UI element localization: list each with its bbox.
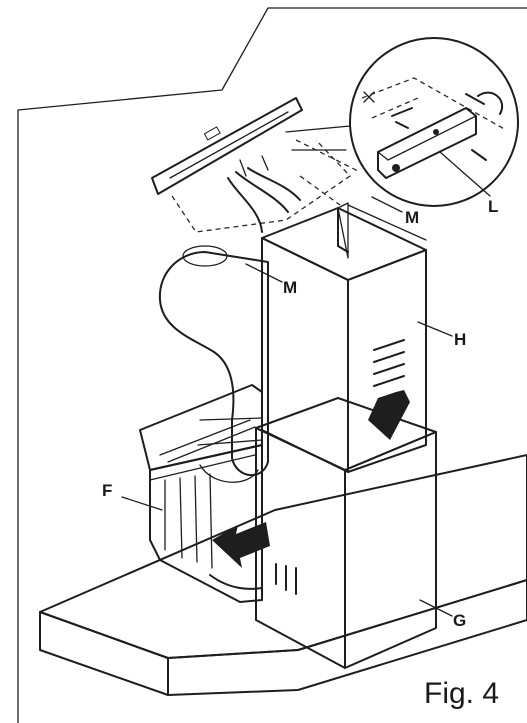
push-left-arrow [212, 522, 297, 595]
exhaust-duct [158, 245, 269, 483]
label-m-upper: M [405, 208, 419, 227]
dashed-guides [171, 139, 361, 233]
worktop-plate [39, 454, 527, 696]
chimney-lower-g [255, 397, 437, 669]
m-lower-leader [245, 263, 283, 283]
label-h: H [454, 330, 466, 349]
chimney-upper-h [261, 202, 427, 473]
label-m-lower: M [283, 278, 297, 297]
hood-body-f [121, 384, 263, 603]
figure-caption: Fig. 4 [424, 677, 499, 710]
filter-f-leader [121, 496, 163, 511]
cables-screws [227, 155, 301, 233]
g-leader [419, 599, 453, 617]
label-f: F [102, 481, 112, 500]
screw-driver-icon [477, 91, 503, 115]
detail-l-leader [439, 151, 491, 197]
detail-circle [349, 37, 519, 207]
slide-down-arrow [368, 339, 410, 440]
wall-bracket [151, 97, 303, 195]
m-upper-leader [371, 196, 403, 213]
h-leader [417, 321, 453, 337]
label-l: L [488, 197, 498, 216]
label-g: G [453, 611, 466, 630]
wall-outline [17, 7, 527, 723]
detail-leader [285, 125, 351, 151]
